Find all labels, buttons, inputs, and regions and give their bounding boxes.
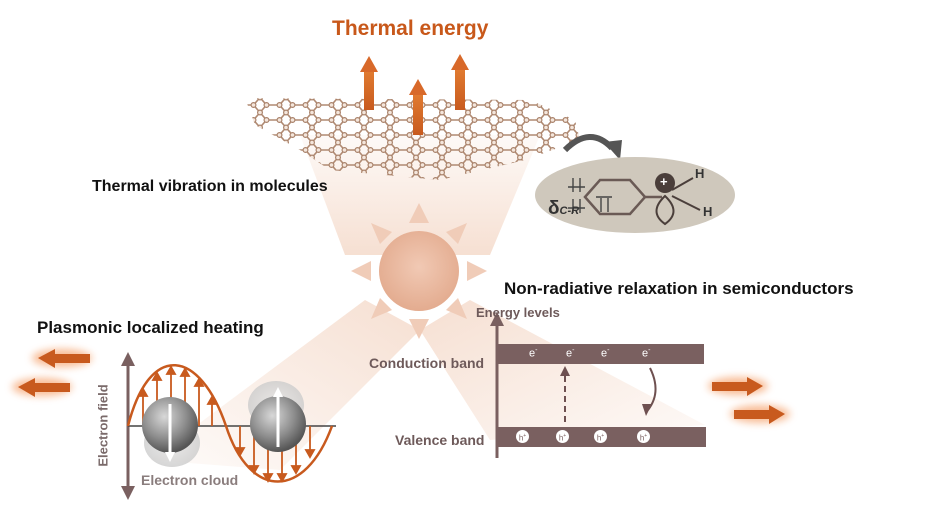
thermal-arrow-up (451, 54, 469, 110)
cation-plus: + (660, 174, 668, 189)
conduction-band-label: Conduction band (369, 355, 485, 371)
molecules-label: Thermal vibration in molecules (92, 178, 328, 195)
delta-label: δC-R (548, 198, 579, 220)
thermal-arrow-up (360, 56, 378, 110)
thermal-arrow-up (409, 79, 427, 135)
electron: e- (601, 347, 610, 360)
conduction-band (497, 344, 704, 364)
orbital-inset (535, 157, 735, 233)
sun-icon (351, 203, 487, 339)
field-axis-label: Electron field (95, 384, 111, 467)
curved-arrow-head (604, 140, 622, 160)
hole: h+ (556, 430, 569, 443)
electron-cloud-label: Electron cloud (141, 472, 239, 488)
nanoparticle (248, 381, 306, 452)
delta-symbol: δ (548, 198, 560, 219)
heat-arrows-right (708, 377, 790, 424)
hydrogen-bottom: H (703, 204, 713, 219)
figure-title: Thermal energy (332, 17, 489, 40)
plasmon-panel (121, 352, 336, 500)
delta-subscript: C-R (559, 205, 580, 217)
semiconductors-label: Non-radiative relaxation in semiconducto… (504, 279, 854, 298)
beam-to-bands (420, 300, 705, 440)
valence-band-label: Valence band (395, 432, 485, 448)
electron: e- (529, 347, 538, 360)
heat-arrows-left (12, 349, 92, 397)
electron: e- (566, 347, 575, 360)
nanoparticle (142, 397, 200, 467)
thermal-arrows (360, 54, 469, 135)
hole: h+ (637, 430, 650, 443)
energy-axis-label: Energy levels (476, 305, 560, 320)
hydrogen-top: H (695, 166, 705, 181)
field-wave (126, 364, 334, 483)
hole: h+ (516, 430, 529, 443)
electron: e- (642, 347, 651, 360)
plasmonic-label: Plasmonic localized heating (37, 318, 264, 337)
hole: h+ (594, 430, 607, 443)
